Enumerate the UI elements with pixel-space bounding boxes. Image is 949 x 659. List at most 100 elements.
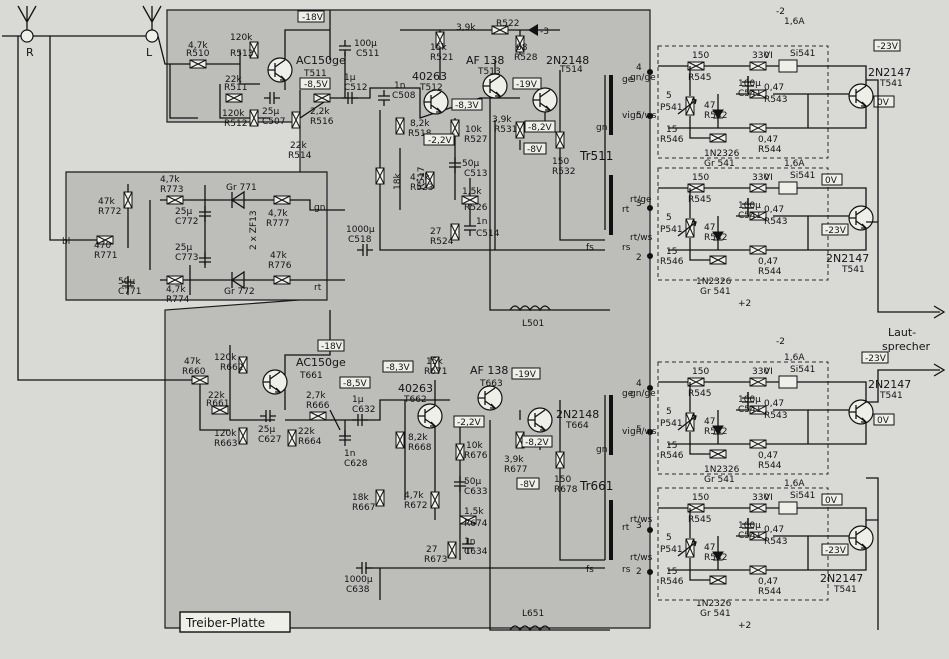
r526-value: 1,5k — [462, 187, 482, 197]
c511-name: C511 — [356, 49, 379, 59]
t662-type: 40263 — [398, 382, 433, 395]
c627-name: C627 — [258, 435, 281, 445]
c633-value: 50µ — [464, 477, 481, 487]
svg-text:+2: +2 — [738, 621, 751, 631]
r677-name: R677 — [504, 465, 527, 475]
voltage-tag-m2-2-top: -2,2V — [428, 136, 453, 146]
svg-text:VI: VI — [764, 493, 773, 503]
r666-value: 2,7k — [306, 391, 326, 401]
c773-value: 25µ — [175, 243, 192, 253]
svg-text:0,47: 0,47 — [764, 205, 784, 215]
t662-name: T662 — [403, 395, 427, 405]
r517-name: R517 — [417, 167, 427, 190]
r772-value: 47k — [98, 197, 115, 207]
svg-text:150: 150 — [692, 51, 709, 61]
r661-value: 22k — [208, 391, 225, 401]
svg-text:3: 3 — [636, 521, 642, 531]
r527-value: 10k — [465, 125, 482, 135]
r672-value: 4,7k — [404, 491, 424, 501]
svg-text:150: 150 — [692, 173, 709, 183]
svg-text:-23V: -23V — [825, 226, 847, 236]
c512-value: 1µ — [344, 73, 356, 83]
svg-text:vi: vi — [622, 111, 630, 121]
r667-value: 18k — [352, 493, 369, 503]
r777-name: R777 — [266, 219, 289, 229]
svg-text:150: 150 — [692, 367, 709, 377]
svg-text:R543: R543 — [764, 537, 787, 547]
svg-text:1,6A: 1,6A — [784, 353, 805, 363]
r660-name: R660 — [182, 367, 206, 377]
t663-type: AF 138 — [470, 364, 508, 377]
svg-text:0V: 0V — [825, 496, 838, 506]
r664-value: 22k — [298, 427, 315, 437]
r523-value: 4,7k — [410, 173, 430, 183]
svg-text:T541: T541 — [841, 265, 865, 275]
l651-label: L651 — [522, 609, 544, 619]
r673-value: 27 — [426, 545, 437, 555]
r677-value: 3,9k — [504, 455, 524, 465]
svg-text:Si541: Si541 — [790, 491, 815, 501]
r510-value: 4,7k — [188, 41, 208, 51]
svg-text:R542: R542 — [704, 111, 727, 121]
c507-value: 25µ — [262, 107, 279, 117]
svg-text:47: 47 — [704, 223, 715, 233]
svg-text:Si541: Si541 — [790, 365, 815, 375]
gr771-label: Gr 771 — [226, 183, 257, 193]
svg-text:C541: C541 — [738, 89, 761, 99]
svg-text:R543: R543 — [764, 411, 787, 421]
svg-text:150: 150 — [692, 493, 709, 503]
t661-transistor — [262, 369, 288, 395]
gr772-label: Gr 772 — [224, 287, 255, 297]
tr661-label: Tr661 — [579, 479, 613, 493]
zf13-label: 2 x ZF13 — [249, 210, 259, 250]
voltage-tag-m18-bot: -18V — [321, 342, 343, 352]
t512-name: T512 — [419, 83, 443, 93]
svg-text:0,47: 0,47 — [764, 525, 784, 535]
mixer-bl-label: bl — [62, 237, 70, 247]
r671-value: 15k — [426, 357, 443, 367]
svg-text:5: 5 — [666, 533, 672, 543]
r516-name: R516 — [310, 117, 334, 127]
svg-text:5: 5 — [666, 91, 672, 101]
svg-text:VI: VI — [764, 173, 773, 183]
svg-text:1N2326: 1N2326 — [704, 149, 740, 159]
r524-name: R524 — [430, 237, 454, 247]
svg-text:Si541: Si541 — [790, 171, 815, 181]
svg-text:0V: 0V — [877, 98, 890, 108]
svg-text:-23V: -23V — [825, 546, 847, 556]
loudspeaker-label-1: Laut- — [888, 326, 916, 339]
svg-text:100µ: 100µ — [738, 201, 761, 211]
voltage-tag-m8-bot: -8V — [520, 480, 536, 490]
r774-name: R774 — [166, 295, 190, 305]
svg-text:gn: gn — [596, 445, 607, 455]
svg-text:330: 330 — [752, 367, 769, 377]
input-left-label: L — [146, 46, 153, 59]
c628-value: 1n — [344, 449, 355, 459]
svg-text:fs: fs — [586, 243, 594, 253]
r523-name: R523 — [410, 183, 433, 193]
r532-name: R532 — [552, 167, 575, 177]
svg-text:0V: 0V — [877, 416, 890, 426]
c634-name: C634 — [464, 547, 488, 557]
input-right-label: R — [26, 46, 34, 59]
svg-text:-23V: -23V — [865, 354, 887, 364]
svg-text:0,47: 0,47 — [764, 399, 784, 409]
svg-text:R543: R543 — [764, 95, 787, 105]
c513-name: C513 — [464, 169, 487, 179]
c773-name: C773 — [175, 253, 198, 263]
lower-transformer-pins: ge vi gn rt rs fs 4 5 3 2 — [586, 379, 653, 577]
svg-text:R546: R546 — [660, 257, 684, 267]
svg-text:5: 5 — [636, 111, 642, 121]
r663-name: R663 — [214, 439, 237, 449]
svg-text:1N2326: 1N2326 — [696, 599, 732, 609]
svg-text:T541: T541 — [879, 79, 903, 89]
svg-text:0,47: 0,47 — [758, 257, 778, 267]
r668-name: R668 — [408, 443, 432, 453]
svg-text:1N2326: 1N2326 — [696, 277, 732, 287]
svg-text:ge: ge — [622, 389, 634, 399]
r524-value: 27 — [430, 227, 441, 237]
svg-text:47: 47 — [704, 101, 715, 111]
l501-label: L501 — [522, 319, 544, 329]
